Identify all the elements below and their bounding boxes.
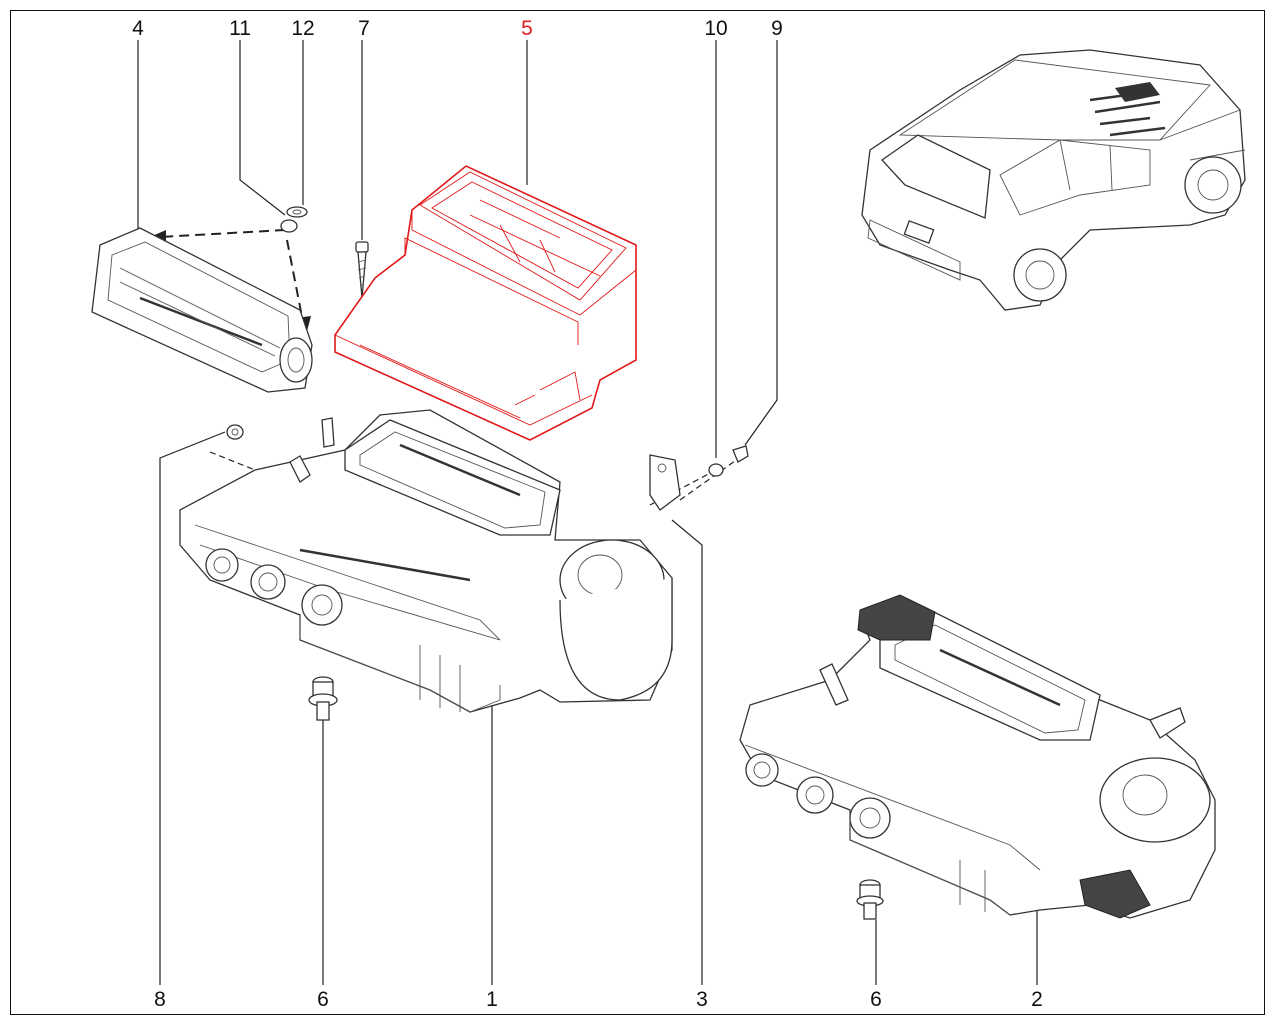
part-7-screw	[355, 241, 369, 299]
callout-2: 2	[1031, 988, 1043, 1011]
callout-7: 7	[358, 17, 370, 40]
leader-3	[671, 519, 703, 985]
part-6-bolt-left	[308, 676, 338, 721]
leader-9	[744, 40, 778, 446]
callout-12: 12	[291, 17, 314, 40]
callout-labels: 4 11 12 7 5 10 9 8 6 1 3 6 2	[132, 17, 1043, 1011]
part-4-air-vent-grille	[91, 227, 313, 393]
callout-3: 3	[696, 988, 708, 1011]
callout-6-left: 6	[317, 988, 329, 1011]
part-5-air-duct-highlighted	[334, 165, 637, 441]
callout-6-right: 6	[870, 988, 882, 1011]
callout-4: 4	[132, 17, 144, 40]
part-8-nut	[226, 424, 244, 440]
vehicle-location-inset	[861, 49, 1246, 311]
callout-10: 10	[704, 17, 727, 40]
callout-11: 11	[229, 17, 251, 40]
leader-8	[159, 431, 226, 985]
callout-1: 1	[486, 988, 498, 1011]
leader-11	[239, 40, 286, 216]
callout-9: 9	[771, 17, 783, 40]
part-6-bolt-right	[856, 879, 884, 920]
part-10-9-fasteners	[708, 445, 749, 477]
callout-5-highlighted: 5	[521, 17, 533, 40]
part-11-12-clips	[280, 206, 308, 233]
diagram-frame	[10, 10, 1265, 1015]
callout-8: 8	[154, 988, 166, 1011]
part-2-heater-assembly	[739, 594, 1216, 919]
part-1-heater-unit	[179, 409, 681, 713]
